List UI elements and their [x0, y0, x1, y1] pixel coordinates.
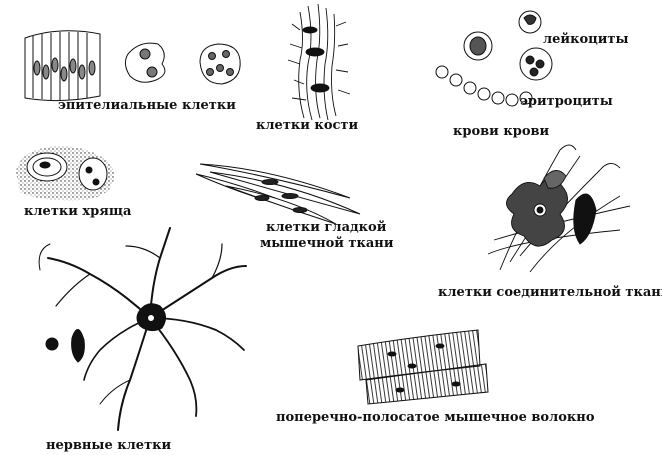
label-striated-muscle: поперечно-полосатое мышечное волокно	[276, 410, 595, 425]
label-smooth-muscle-line2: мышечной ткани	[260, 236, 394, 251]
smooth-muscle-drawing	[195, 163, 361, 225]
epithelial-cells-drawing	[24, 30, 241, 102]
connective-tissue-drawing	[487, 144, 631, 273]
striated-muscle-drawing	[357, 329, 489, 405]
label-connective-tissue: клетки соединительной ткани	[438, 285, 662, 300]
label-bone-cells: клетки кости	[256, 118, 359, 133]
label-smooth-muscle-line1: клетки гладкой	[266, 220, 387, 235]
blood-cells-drawing	[435, 10, 553, 107]
label-cartilage-cells: клетки хряща	[24, 204, 132, 219]
label-leukocytes: лейкоциты	[543, 32, 629, 47]
bone-cells-drawing	[287, 3, 351, 121]
label-epithelial-cells: эпителиальные клетки	[58, 98, 236, 113]
label-blood: крови крови	[453, 124, 550, 139]
label-erythrocytes: эритроциты	[520, 94, 613, 109]
label-nerve-cells: нервные клетки	[46, 438, 172, 453]
nerve-cells-drawing	[38, 227, 247, 431]
cartilage-cells-drawing	[16, 146, 115, 201]
